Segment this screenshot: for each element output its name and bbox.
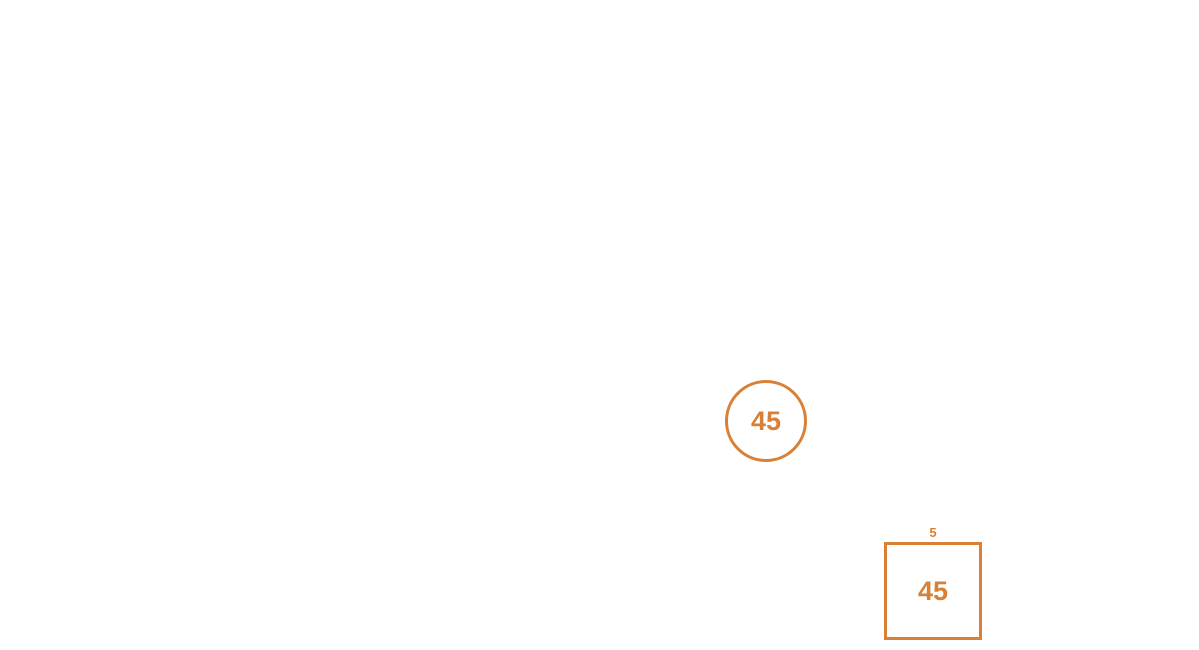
square-node[interactable]: 45 — [884, 542, 982, 640]
square-node-label: 5 — [929, 525, 937, 540]
circle-node[interactable]: 45 — [725, 380, 807, 462]
